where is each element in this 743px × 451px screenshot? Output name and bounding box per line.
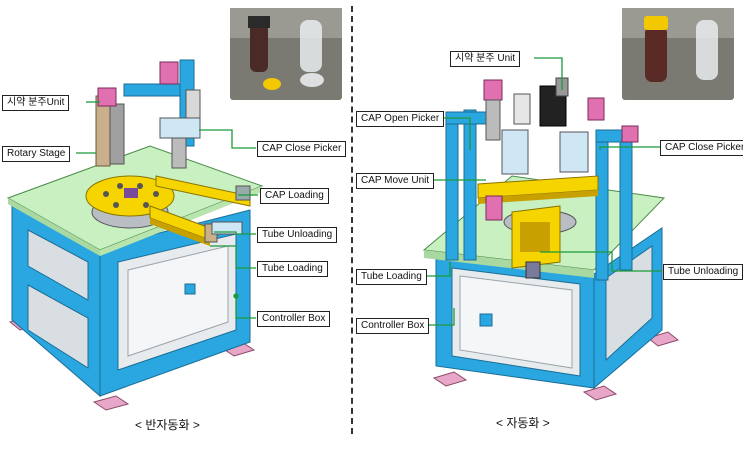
rotary-stage-graphic [85, 175, 175, 229]
left-cap-loading-rail [155, 175, 251, 207]
left-leader-lines [76, 101, 258, 319]
left-tube-rails [149, 205, 243, 246]
right-photo-inset [622, 8, 734, 100]
label-right-tube-unloading: Tube Unloading [663, 264, 743, 280]
left-photo-inset [230, 8, 342, 100]
label-right-cap-move-unit: CAP Move Unit [356, 173, 435, 189]
right-frame [435, 227, 663, 390]
label-left-reagent-unit: 시약 분주Unit [2, 95, 70, 111]
right-feet [432, 331, 680, 401]
section-divider [351, 6, 353, 434]
left-frame [11, 199, 251, 398]
left-cap-close-picker [159, 117, 201, 169]
label-right-controller-box: Controller Box [356, 318, 430, 334]
right-towers [445, 77, 639, 281]
right-leader-lines [424, 57, 662, 326]
label-right-cap-close-picker: CAP Close Picker [660, 140, 743, 156]
caption-semi-auto: < 반자동화 > [135, 418, 200, 432]
label-left-rotary-stage: Rotary Stage [2, 146, 71, 162]
label-left-controller-box: Controller Box [257, 311, 331, 327]
label-left-cap-close-picker: CAP Close Picker [257, 141, 347, 157]
label-left-cap-loading: CAP Loading [260, 188, 329, 204]
label-right-tube-loading: Tube Loading [356, 269, 427, 285]
label-right-cap-open-picker: CAP Open Picker [356, 111, 445, 127]
label-left-tube-unloading: Tube Unloading [257, 227, 338, 243]
caption-auto: < 자동화 > [496, 416, 550, 430]
label-right-reagent-unit: 시약 분주 Unit [450, 51, 521, 67]
label-left-tube-loading: Tube Loading [257, 261, 328, 277]
